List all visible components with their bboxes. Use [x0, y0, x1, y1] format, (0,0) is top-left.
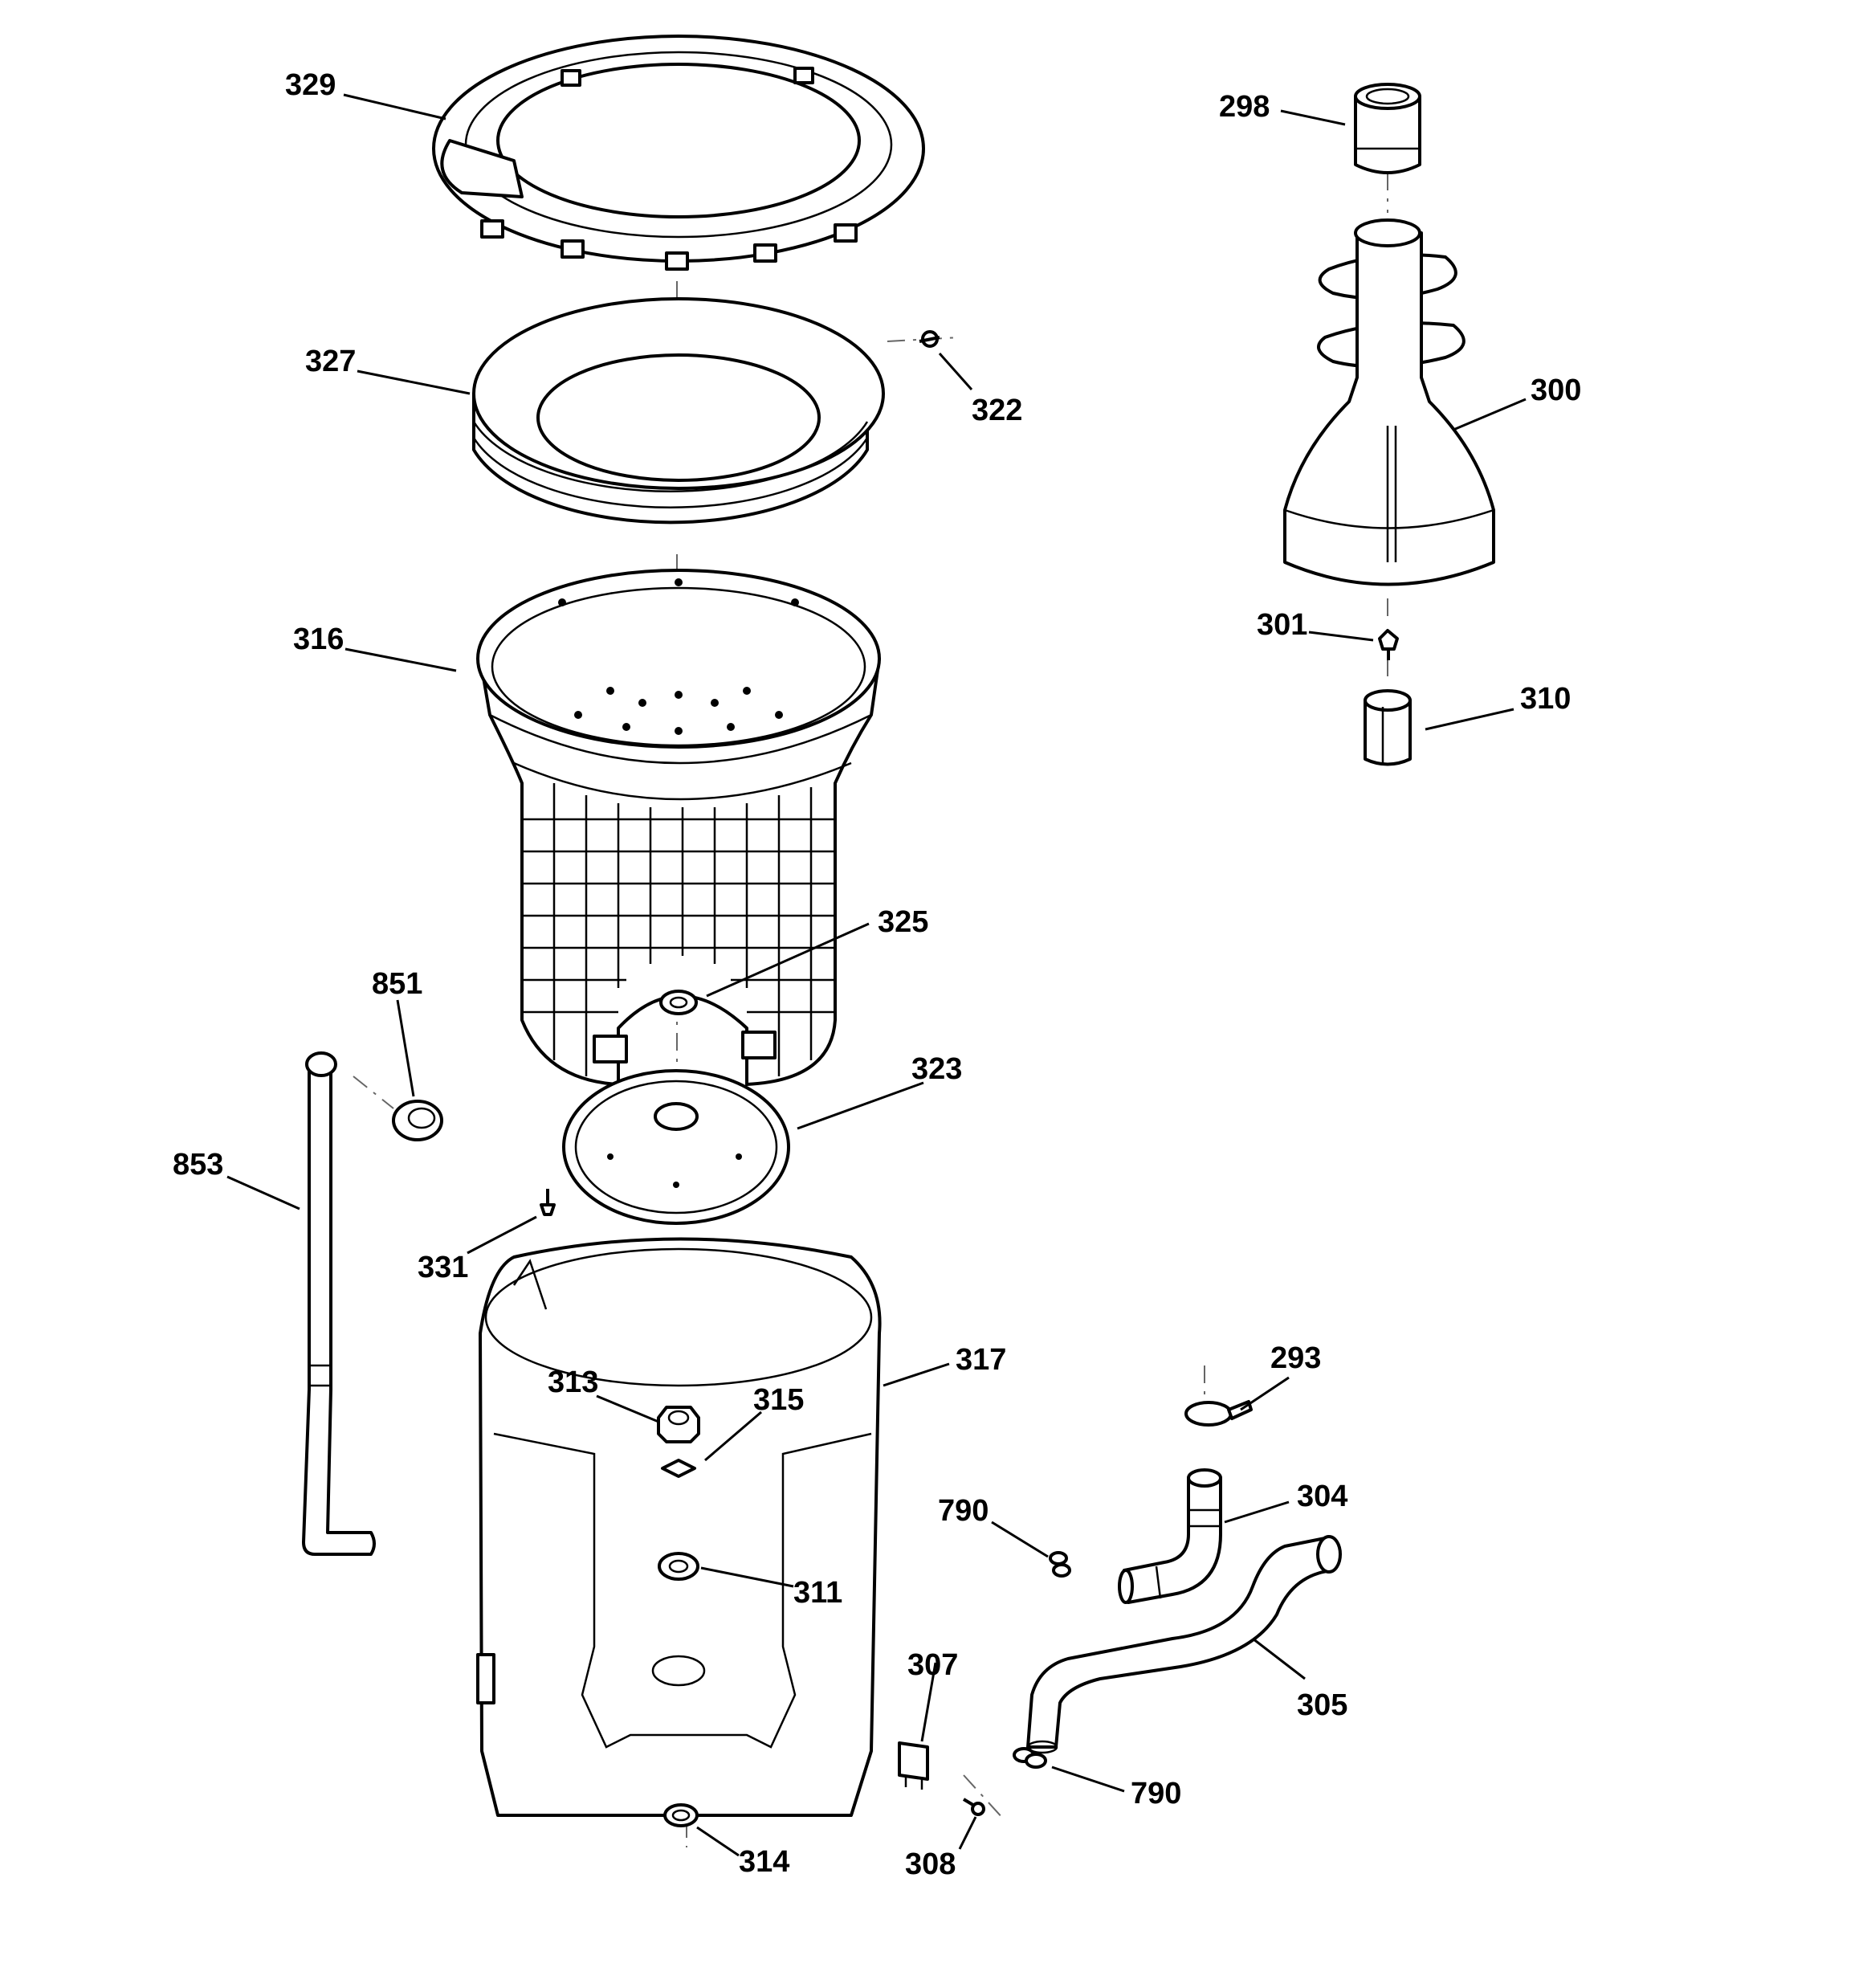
callout-327: 327: [305, 345, 356, 378]
part-300-agitator: [1283, 218, 1495, 586]
callout-323: 323: [911, 1052, 962, 1086]
part-310-cam: [1364, 689, 1412, 766]
callout-300: 300: [1531, 374, 1581, 407]
part-331-screw: [540, 1189, 556, 1216]
callout-301: 301: [1257, 608, 1307, 642]
callout-310: 310: [1520, 682, 1571, 716]
callout-314: 314: [739, 1845, 789, 1879]
callout-308: 308: [905, 1847, 956, 1881]
part-313-nut: [657, 1406, 700, 1443]
part-293-hose-clamp: [1184, 1400, 1253, 1427]
part-851-knob: [392, 1100, 443, 1141]
callout-315: 315: [753, 1383, 804, 1417]
callout-316: 316: [293, 623, 344, 656]
leader-lines: [226, 93, 1527, 1857]
callout-329: 329: [285, 68, 336, 102]
part-329-tub-cover: [432, 35, 925, 271]
callout-298: 298: [1219, 90, 1270, 124]
callout-313: 313: [548, 1365, 598, 1399]
callout-322: 322: [972, 394, 1022, 427]
part-314-seal: [663, 1803, 699, 1827]
part-304-hose-elbow: [1118, 1468, 1222, 1604]
part-307-bracket: [898, 1741, 929, 1790]
part-853-suspension-rod: [302, 1051, 376, 1556]
callout-317: 317: [956, 1343, 1006, 1377]
callout-labels: 329 298 327 322 300 316 301 310 325 851 …: [173, 68, 1581, 1881]
callout-304: 304: [1297, 1480, 1347, 1513]
callout-790-lower: 790: [1131, 1777, 1181, 1810]
part-790-clip-a: [1049, 1551, 1071, 1578]
part-311-bearing-nut: [651, 1552, 706, 1687]
basket-grid: [522, 783, 835, 1076]
callout-790-upper: 790: [938, 1494, 989, 1528]
part-327-balance-ring: [472, 297, 885, 525]
basket-holes: [558, 578, 799, 735]
callout-305: 305: [1297, 1688, 1347, 1722]
callout-853: 853: [173, 1148, 223, 1182]
part-325-hub-nut: [593, 990, 777, 1063]
part-308-screw: [962, 1798, 985, 1816]
part-316-spin-basket: [476, 569, 881, 1086]
part-790-clip-b: [1013, 1747, 1047, 1769]
callout-311: 311: [793, 1576, 842, 1610]
part-315-washer: [661, 1459, 696, 1478]
callout-851: 851: [372, 967, 422, 1001]
callout-293: 293: [1270, 1341, 1321, 1375]
part-298-agitator-cap: [1354, 83, 1421, 174]
callout-325: 325: [878, 905, 928, 939]
part-322-screw: [919, 330, 940, 348]
callout-307: 307: [907, 1648, 958, 1682]
part-305-drain-hose: [1026, 1535, 1342, 1754]
callout-331: 331: [418, 1251, 468, 1284]
part-301-screw: [1378, 629, 1399, 660]
part-323-hub-plate: [562, 1069, 790, 1225]
part-317-outer-tub: [476, 1237, 882, 1817]
